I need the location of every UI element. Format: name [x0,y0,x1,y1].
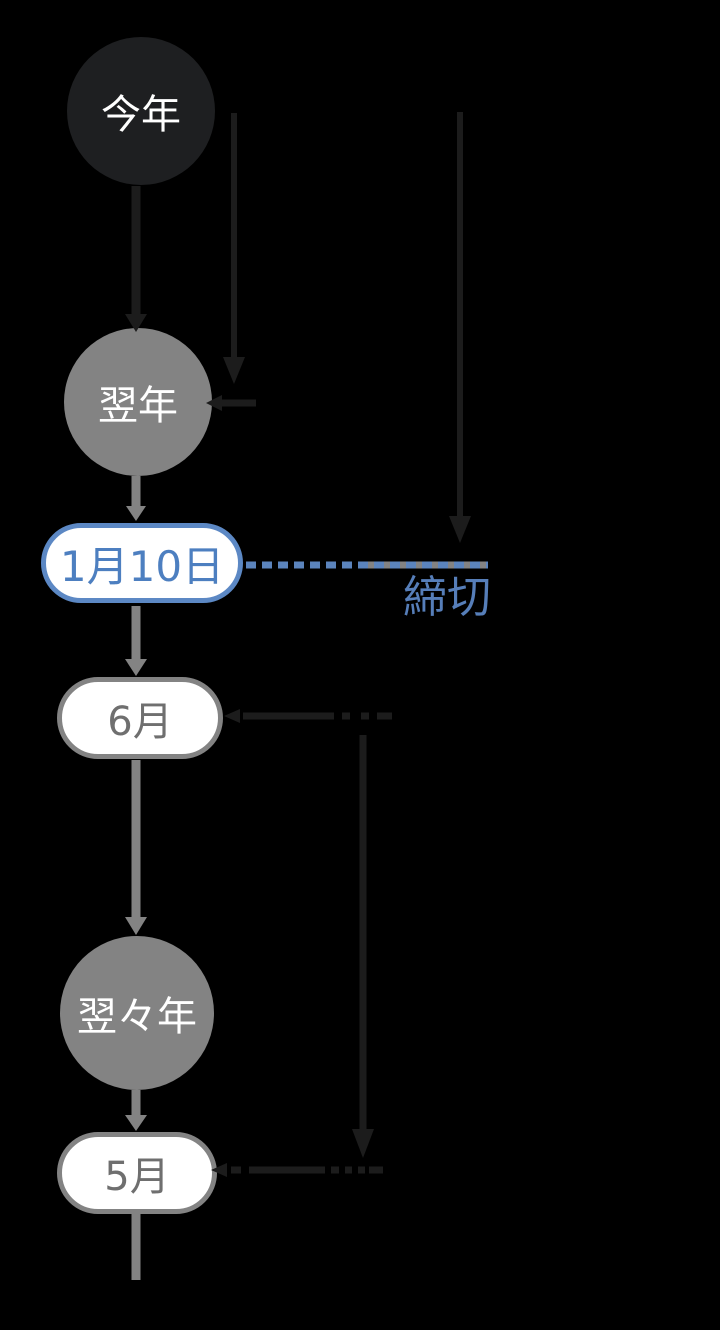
node-this-year-label: 今年 [101,92,181,138]
node-jan-10: 1月10日 [41,523,243,603]
arrowhead-left-icon [224,709,240,723]
node-next-year-label: 翌年 [98,383,178,429]
arrowhead-down-icon [125,917,147,935]
edge-label-deadline: 締切 [403,572,491,623]
arrowhead-down-icon [223,357,245,384]
node-may: 5月 [57,1132,217,1214]
node-year-after-next: 翌々年 [60,936,214,1090]
arrowhead-down-icon [125,659,147,676]
arrowhead-down-icon [352,1129,374,1158]
node-june: 6月 [57,677,223,759]
arrowhead-down-icon [125,1115,147,1131]
node-next-year: 翌年 [64,328,212,476]
node-this-year: 今年 [67,37,215,185]
node-jan-10-label: 1月10日 [59,541,225,591]
node-june-label: 6月 [107,699,173,745]
arrowhead-down-icon [449,516,471,543]
node-may-label: 5月 [104,1154,170,1200]
node-year-after-next-label: 翌々年 [77,994,197,1040]
arrowhead-down-icon [126,506,146,521]
